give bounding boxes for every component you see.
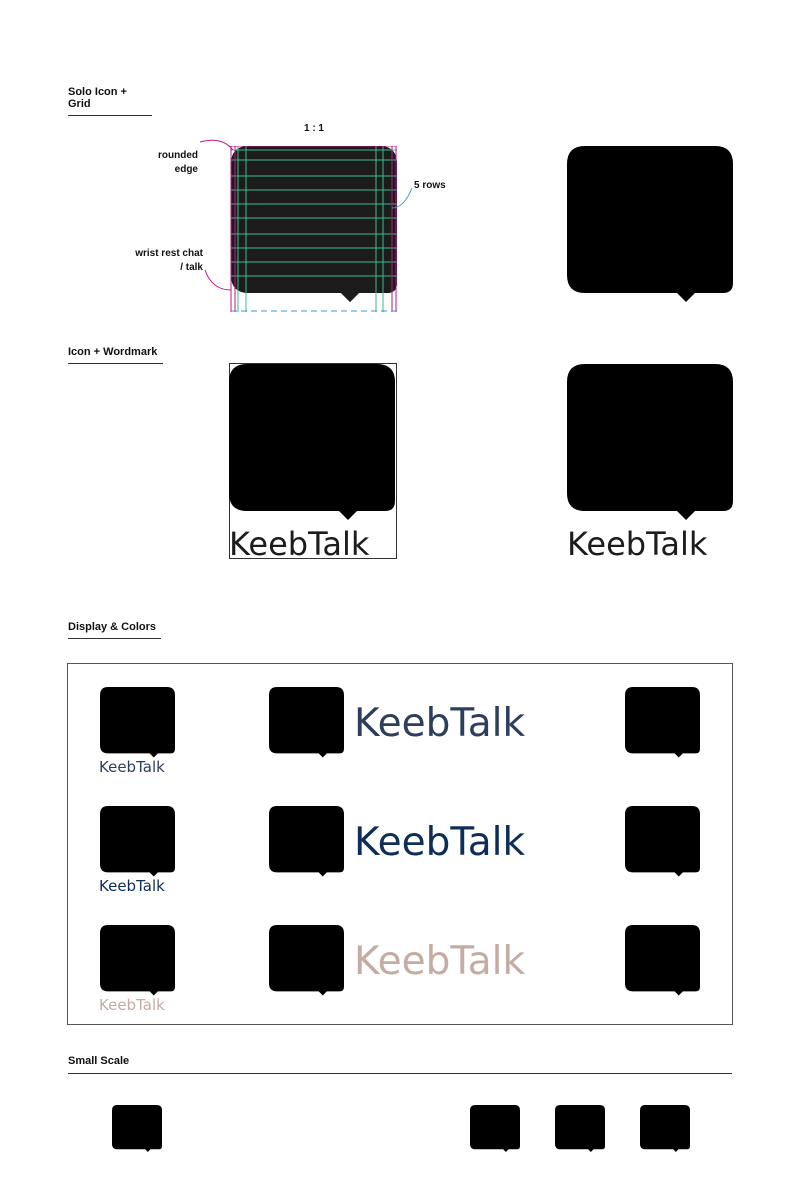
wordmark-guided: KeebTalk bbox=[229, 525, 370, 563]
blue-stacked-icon bbox=[100, 806, 175, 877]
navy-stacked-icon bbox=[100, 687, 175, 758]
section-heading-display-colors: Display & Colors bbox=[68, 621, 161, 639]
navy-icon bbox=[625, 687, 700, 758]
blue-icon bbox=[625, 806, 700, 877]
sand-horizontal-icon bbox=[269, 925, 344, 996]
blue-stacked-wordmark: KeebTalk bbox=[99, 877, 165, 895]
display-colors-frame bbox=[67, 663, 733, 1025]
small-blue-icon bbox=[555, 1105, 605, 1152]
navy-stacked-wordmark: KeebTalk bbox=[99, 758, 165, 776]
section-heading-small-scale: Small Scale bbox=[68, 1055, 130, 1067]
solo-icon bbox=[567, 146, 733, 302]
blue-horizontal-wordmark: KeebTalk bbox=[354, 820, 526, 865]
small-scale-rule bbox=[68, 1073, 732, 1074]
ratio-label: 1 : 1 bbox=[303, 123, 324, 134]
callout-lines bbox=[199, 139, 413, 291]
navy-horizontal-wordmark: KeebTalk bbox=[354, 701, 526, 746]
sand-icon bbox=[625, 925, 700, 996]
small-black-icon bbox=[112, 1105, 162, 1152]
rounded-edge-label: rounded edge bbox=[158, 150, 198, 175]
wordmark-lockup-icon-guided bbox=[229, 364, 395, 520]
small-navy-icon bbox=[470, 1105, 520, 1152]
wrist-rest-label: wrist rest chat / talk bbox=[135, 248, 203, 273]
section-heading-icon-wordmark: Icon + Wordmark bbox=[68, 346, 163, 364]
rows-label: 5 rows bbox=[414, 180, 446, 191]
blue-horizontal-icon bbox=[269, 806, 344, 877]
sand-stacked-icon bbox=[100, 925, 175, 996]
wordmark-lockup-icon bbox=[567, 364, 733, 520]
wordmark: KeebTalk bbox=[567, 525, 708, 563]
sand-horizontal-wordmark: KeebTalk bbox=[354, 939, 526, 984]
grid-icon: .gi .ic-panel{fill:#fff}.gi .ic-ink{fill… bbox=[229, 146, 397, 312]
navy-horizontal-icon bbox=[269, 687, 344, 758]
small-sand-icon bbox=[640, 1105, 690, 1152]
section-heading-solo-icon: Solo Icon + Grid bbox=[68, 86, 152, 116]
sand-stacked-wordmark: KeebTalk bbox=[99, 996, 165, 1014]
